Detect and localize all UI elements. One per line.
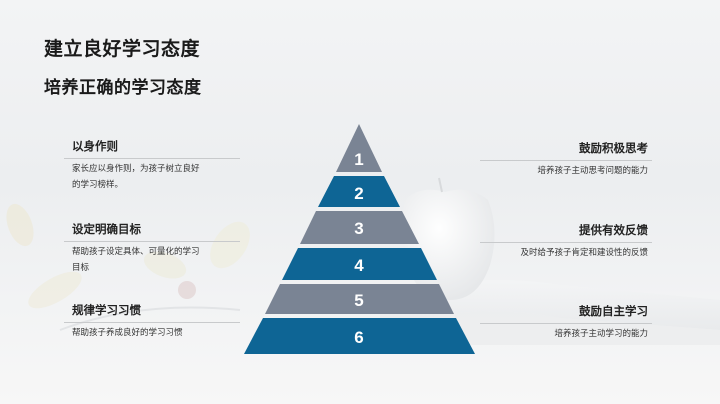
point-description: 培养孩子主动思考问题的能力 [537, 166, 648, 176]
point-effective-feedback: 提供有效反馈 及时给予孩子肯定和建设性的反馈 [480, 222, 652, 261]
divider [64, 241, 240, 242]
point-heading: 设定明确目标 [72, 222, 141, 236]
point-description: 帮助孩子养成良好的学习习惯 [64, 323, 264, 341]
divider [480, 323, 652, 324]
desc-line: 的学习榜样。 [72, 180, 124, 190]
point-regular-study-habits: 规律学习习惯 帮助孩子养成良好的学习习惯 [64, 302, 264, 341]
pyramid-tier-1: 1 [336, 124, 382, 172]
point-lead-by-example: 以身作则 家长应以身作则，为孩子树立良好 的学习榜样。 [64, 138, 264, 193]
divider [64, 158, 240, 159]
tier-number: 4 [354, 256, 364, 275]
point-heading: 鼓励自主学习 [579, 304, 648, 318]
point-encourage-active-thinking: 鼓励积极思考 培养孩子主动思考问题的能力 [480, 140, 652, 179]
pyramid-tier-5: 5 [265, 284, 454, 314]
desc-line: 家长应以身作则，为孩子树立良好 [72, 164, 200, 174]
desc-line: 目标 [72, 263, 90, 273]
point-description: 家长应以身作则，为孩子树立良好 的学习榜样。 [64, 159, 264, 193]
point-description: 及时给予孩子肯定和建设性的反馈 [520, 248, 648, 258]
pyramid-tier-4: 4 [282, 248, 437, 280]
slide-subtitle: 培养正确的学习态度 [44, 78, 202, 98]
tier-number: 6 [354, 328, 363, 347]
slide-title: 建立良好学习态度 [44, 38, 201, 60]
point-heading: 以身作则 [72, 139, 118, 153]
pyramid-tier-3: 3 [300, 211, 419, 244]
desc-line: 帮助孩子养成良好的学习习惯 [72, 328, 183, 338]
tier-number: 3 [354, 219, 363, 238]
divider [480, 160, 652, 161]
tier-number: 5 [354, 291, 363, 310]
point-description: 帮助孩子设定具体、可量化的学习 目标 [64, 242, 264, 276]
pyramid-tier-2: 2 [318, 176, 400, 207]
point-heading: 规律学习习惯 [72, 303, 141, 317]
point-description: 培养孩子主动学习的能力 [554, 329, 648, 339]
point-heading: 提供有效反馈 [579, 223, 648, 237]
divider [64, 322, 240, 323]
point-heading: 鼓励积极思考 [579, 141, 648, 155]
point-set-clear-goals: 设定明确目标 帮助孩子设定具体、可量化的学习 目标 [64, 221, 264, 276]
desc-line: 帮助孩子设定具体、可量化的学习 [72, 247, 200, 257]
divider [480, 242, 652, 243]
pyramid-tier-6: 6 [244, 318, 475, 354]
tier-number: 2 [354, 184, 363, 203]
point-encourage-self-learning: 鼓励自主学习 培养孩子主动学习的能力 [480, 303, 652, 342]
tier-number: 1 [354, 150, 363, 169]
